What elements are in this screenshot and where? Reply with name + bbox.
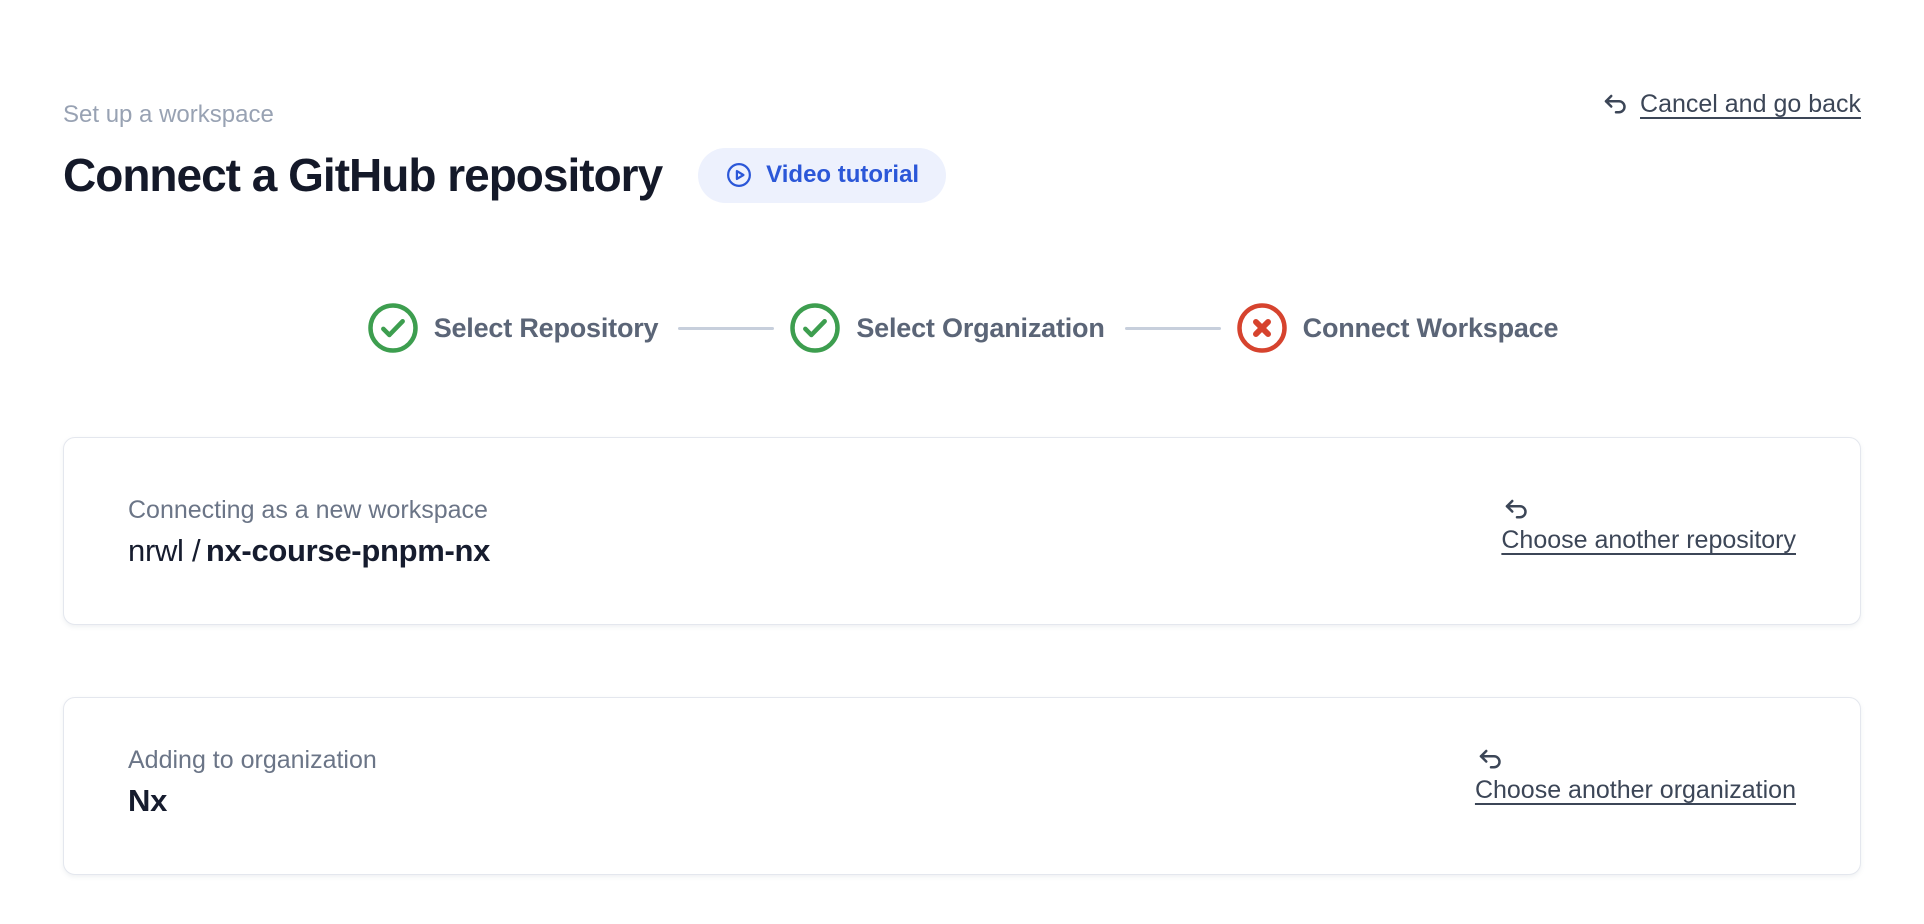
repository-card: Connecting as a new workspace nrwl /nx-c… [63,437,1861,625]
title-row: Connect a GitHub repository Video tutori… [63,146,1861,204]
choose-repository-label: Choose another repository [1501,526,1796,554]
undo-arrow-icon [1475,744,1796,774]
repository-repo: nx-course-pnpm-nx [205,533,491,568]
cancel-link-label: Cancel and go back [1640,90,1861,118]
organization-card: Adding to organization Nx Choose another… [63,697,1861,875]
organization-name: Nx [128,783,168,818]
organization-card-info: Adding to organization Nx [128,744,377,820]
play-circle-icon [725,161,753,189]
check-circle-icon [788,301,842,355]
page-title: Connect a GitHub repository [63,149,663,201]
step-select-repository[interactable]: Select Repository [366,301,659,355]
choose-another-repository-link[interactable]: Choose another repository [1501,494,1796,556]
step-label: Connect Workspace [1302,313,1559,343]
choose-organization-label: Choose another organization [1474,776,1796,804]
step-label: Select Repository [433,313,659,343]
cancel-and-go-back-link[interactable]: Cancel and go back [1600,88,1861,120]
setup-stepper: Select Repository Select Organization Co… [63,301,1861,355]
eyebrow-text: Set up a workspace [63,101,274,128]
repository-name: nrwl /nx-course-pnpm-nx [128,532,490,570]
repository-card-label: Connecting as a new workspace [128,496,488,524]
undo-arrow-icon [1501,494,1796,524]
choose-another-organization-link[interactable]: Choose another organization [1475,744,1796,806]
stepper-connector [1124,326,1221,330]
video-tutorial-button[interactable]: Video tutorial [698,147,947,203]
step-label: Select Organization [856,313,1105,343]
stepper-connector [678,326,775,330]
x-circle-icon [1235,301,1289,355]
step-select-organization[interactable]: Select Organization [788,301,1105,355]
organization-card-label: Adding to organization [128,746,377,774]
check-circle-icon [366,301,420,355]
undo-arrow-icon [1600,89,1630,119]
repository-card-info: Connecting as a new workspace nrwl /nx-c… [128,494,490,570]
repository-owner: nrwl / [128,533,201,568]
step-connect-workspace[interactable]: Connect Workspace [1235,301,1559,355]
video-tutorial-label: Video tutorial [766,161,920,188]
